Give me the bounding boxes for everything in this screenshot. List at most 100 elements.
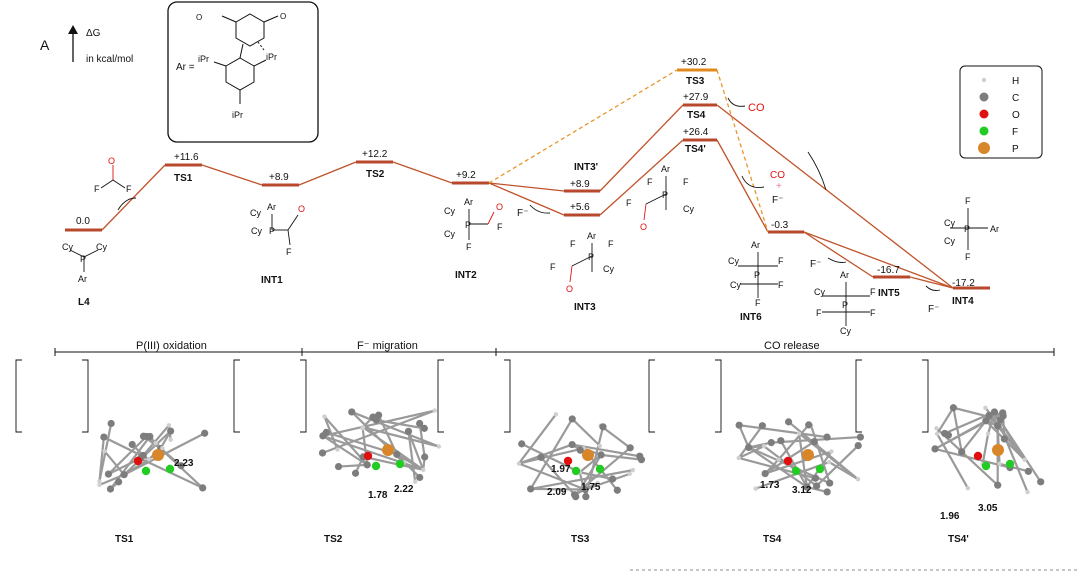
svg-text:Cy: Cy [62,242,73,252]
legend-label-P: P [1012,144,1019,155]
svg-text:F: F [778,280,784,290]
svg-text:F: F [608,239,614,249]
svg-text:O: O [640,222,647,232]
dist-ts4-1: 3.12 [792,485,812,496]
dist-ts1-0: 2.23 [174,458,194,469]
dist-ts3-1: 2.09 [547,487,567,498]
svg-text:Ar: Ar [990,224,999,234]
f-minus-int6: F⁻ [810,259,821,270]
legend-swatch-O [979,109,989,119]
svg-text:P: P [588,252,594,262]
svg-text:F: F [497,222,503,232]
name-INT6: INT6 [740,312,762,323]
svg-text:F: F [94,184,100,194]
svg-text:O: O [108,156,115,166]
structure-3d-ts4p [931,404,1045,495]
name-TS4p: TS4' [685,144,706,155]
ar-label: Ar = [176,62,195,73]
svg-text:P: P [662,190,668,200]
ipr-right-label: iPr [266,52,277,62]
svg-text:P: P [842,300,848,310]
f-minus-complex: F⁻ [772,195,783,206]
name-TS3: TS3 [686,76,705,87]
svg-text:O: O [280,12,286,21]
units-label: in kcal/mol [86,54,133,65]
connector-TS4-INT4 [716,104,954,289]
legend-label-H: H [1012,76,1019,87]
energy-INT5: -16.7 [877,265,900,276]
svg-text:Cy: Cy [444,229,455,239]
connector-INT6-INT4 [803,231,954,289]
dist-ts4p-0: 1.96 [940,511,960,522]
name-INT3p: INT3' [574,162,598,173]
energy-INT1: +8.9 [269,172,289,183]
svg-text:F: F [683,177,689,187]
connector-INT2-INT3 [488,182,565,216]
svg-text:Cy: Cy [251,226,262,236]
energy-L4: 0.0 [76,216,90,227]
name-INT1: INT1 [261,275,283,286]
name-INT4: INT4 [952,296,974,307]
structure-3d-ts4 [735,418,865,496]
svg-text:Cy: Cy [603,264,614,274]
svg-text:F: F [965,252,971,262]
svg-text:Cy: Cy [250,208,261,218]
svg-text:F: F [550,262,556,272]
svg-text:O: O [196,13,202,22]
energy-INT3: +5.6 [570,202,590,213]
energy-INT3p: +8.9 [570,179,590,190]
dist-ts2-0: 1.78 [368,490,388,501]
svg-text:Cy: Cy [728,256,739,266]
svg-text:O: O [496,202,503,212]
name-INT5: INT5 [878,288,900,299]
svg-text:O: O [298,204,305,214]
svg-text:Ar: Ar [587,231,596,241]
energy-INT4: -17.2 [952,278,975,289]
energy-INT2: +9.2 [456,170,476,181]
profile-structures [69,165,988,326]
name-INT3: INT3 [574,302,596,313]
ar-definition-box: Ar = O O iPr iPr iPr [167,1,319,143]
structure-3d-ts1 [97,419,209,493]
svg-text:F: F [870,308,876,318]
f-minus-int3: F⁻ [517,208,528,219]
svg-text:F: F [816,308,822,318]
svg-text:P: P [80,254,86,264]
stage-p3-oxidation: P(III) oxidation [136,340,207,352]
ipr-left-label: iPr [198,54,209,64]
dist-ts4p-1: 3.05 [978,503,998,514]
structure-3d-ts3 [516,412,646,501]
svg-text:P: P [964,224,970,234]
svg-text:F: F [466,242,472,252]
svg-text:Ar: Ar [78,274,87,284]
co-species-complex: CO [770,170,785,181]
svg-text:F: F [626,198,632,208]
name-TS4: TS4 [687,110,706,121]
struct-name-ts3: TS3 [571,534,590,545]
energy-TS3: +30.2 [681,57,707,68]
energy-levels [65,68,990,290]
svg-text:Cy: Cy [814,287,825,297]
co-species-ts3: CO [748,102,765,114]
legend-swatch-F [979,126,989,136]
struct-name-ts2: TS2 [324,534,343,545]
legend-label-C: C [1012,93,1019,104]
connector-TS2-INT2 [392,161,453,184]
stage-f-migration: F⁻ migration [357,340,418,352]
svg-text:Cy: Cy [683,204,694,214]
connector-TS4p-INT6 [716,139,769,233]
connector-INT1-TS2 [298,161,357,186]
name-TS2: TS2 [366,169,385,180]
energy-INT6: -0.3 [771,220,789,231]
panel-label: A [40,37,50,53]
svg-text:Cy: Cy [840,326,851,336]
dist-ts3-0: 1.97 [551,464,571,475]
ts-bracket-schemes [15,359,929,433]
stage-co-release: CO release [764,340,820,352]
ar-structure-drawing [213,13,279,104]
ipr-bottom-label: iPr [232,110,243,120]
svg-text:Cy: Cy [96,242,107,252]
svg-text:F: F [126,184,132,194]
